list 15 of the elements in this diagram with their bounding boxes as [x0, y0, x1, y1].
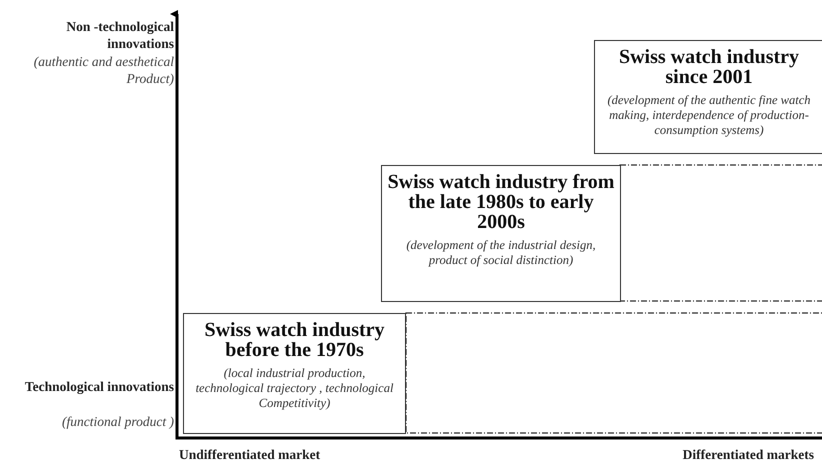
box-description: (development of the industrial design, product of social distinction) [405, 238, 597, 268]
era-box [381, 165, 621, 302]
era-box [183, 313, 406, 434]
axis-sublabel: (authentic and aesthetical Product) [32, 53, 174, 87]
axis-label: Undifferentiated market [179, 446, 320, 463]
axis-sublabel: (functional product ) [61, 413, 174, 430]
axis-label: Non -technological innovations [65, 18, 174, 52]
axis-label: Technological innovations [24, 378, 174, 395]
box-description: (local industrial production, technological trajectory , technological Competitivity) [194, 366, 394, 411]
box-heading: Swiss watch industry before the 1970s [203, 320, 386, 360]
era-box [594, 40, 822, 154]
box-description: (development of the authentic fine watch making, interdependence of production-consumption systems) [606, 93, 812, 138]
axis-label: Differentiated markets [682, 446, 814, 463]
box-heading: Swiss watch industry from the late 1980s to early 2000s [386, 172, 616, 232]
box-heading: Swiss watch industry since 2001 [618, 47, 800, 87]
